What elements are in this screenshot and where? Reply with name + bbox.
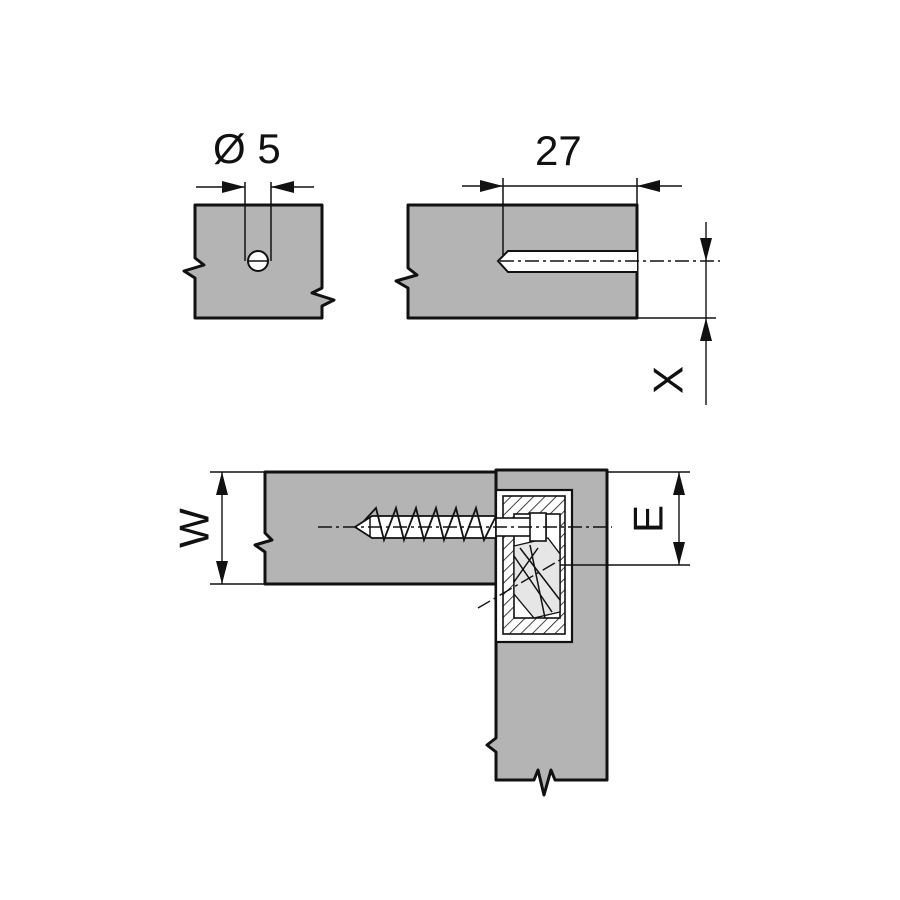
bore-depth-label: 27 bbox=[535, 127, 582, 174]
w-width-label: W bbox=[171, 508, 218, 548]
x-offset-label: X bbox=[645, 366, 692, 394]
bore-hole bbox=[496, 250, 637, 273]
x-offset-dimension: X bbox=[637, 222, 716, 405]
hole-diameter-label: Ø 5 bbox=[213, 125, 281, 172]
bore-depth-dimension: 27 bbox=[462, 127, 682, 255]
section-view-panel bbox=[394, 203, 720, 320]
hole-diameter-dimension: Ø 5 bbox=[196, 125, 314, 193]
face-view-panel bbox=[182, 182, 336, 320]
w-width-dimension: W bbox=[171, 471, 265, 585]
e-offset-label: E bbox=[625, 505, 672, 533]
e-offset-dimension: E bbox=[560, 471, 690, 566]
